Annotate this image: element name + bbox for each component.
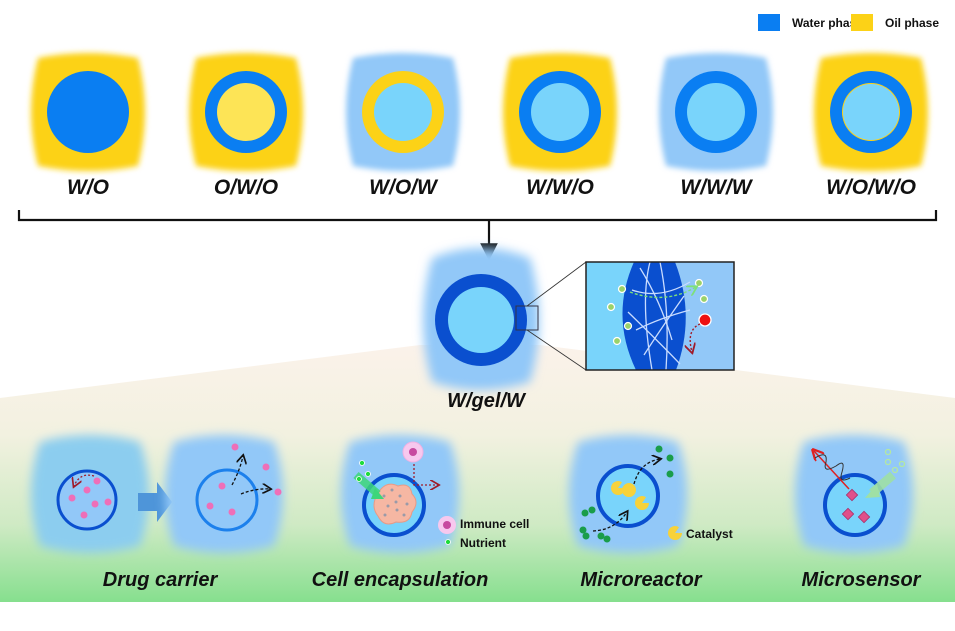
app-label-microreactor: Microreactor (580, 569, 702, 591)
wgelw-label: W/gel/W (447, 390, 525, 412)
emulsion-droplet-w-w-o (503, 53, 617, 171)
bracket-connector (17, 210, 938, 261)
type-label-w-o-w: W/O/W (369, 176, 437, 199)
emulsion-droplet-w-o-w-o (814, 53, 928, 171)
substrate-dots (579, 445, 674, 543)
cell-cluster (373, 483, 417, 525)
drug-carrier-illustration (31, 435, 283, 553)
type-label-w-o-w-o: W/O/W/O (826, 176, 916, 199)
phase-layer (374, 83, 432, 141)
phase-layer (531, 83, 589, 141)
catalyst-legend-icon (668, 526, 683, 541)
type-label-w-w-w: W/W/W (680, 176, 752, 199)
sensor-diamonds (841, 488, 871, 524)
catalyst-icons (611, 481, 650, 511)
catalyst-legend-label: Catalyst (686, 527, 733, 541)
oil-phase-swatch (851, 14, 873, 31)
emulsion-types-row (31, 53, 928, 171)
legend-label: Water phase (792, 15, 863, 30)
type-label-w-o: W/O (67, 176, 109, 199)
type-label-w-w-o: W/W/O (526, 176, 594, 199)
legend-water-phase: Water phase (758, 14, 863, 31)
emulsion-droplet-o-w-o (189, 53, 303, 171)
app-label-cell-encapsulation: Cell encapsulation (311, 569, 489, 591)
emulsion-droplet-w-o-w (346, 53, 460, 171)
water-phase-swatch (758, 14, 780, 31)
emulsion-droplet-w-o (31, 53, 145, 171)
immune-cell-legend-label: Immune cell (460, 517, 530, 531)
wgelw-droplet (423, 248, 587, 390)
membrane-zoom-inset (585, 261, 735, 371)
nutrient-legend-label: Nutrient (460, 536, 506, 550)
microreactor-illustration (569, 435, 687, 553)
nutrient-legend-icon (445, 539, 451, 545)
emulsion-droplet-w-w-w (659, 53, 773, 171)
app-label-microsensor: Microsensor (801, 569, 921, 591)
legend-oil-phase: Oil phase (851, 14, 939, 31)
app-label-drug-carrier: Drug carrier (102, 569, 218, 591)
cell-encapsulation-illustration (341, 435, 459, 553)
phase-layer (47, 71, 129, 153)
phase-layer (687, 83, 745, 141)
phase-layer (843, 84, 899, 140)
microsensor-illustration (795, 435, 913, 553)
transition-arrow (138, 482, 172, 522)
type-label-o-w-o: O/W/O (213, 176, 279, 199)
phase-layer (217, 83, 275, 141)
legend-label: Oil phase (885, 15, 940, 30)
